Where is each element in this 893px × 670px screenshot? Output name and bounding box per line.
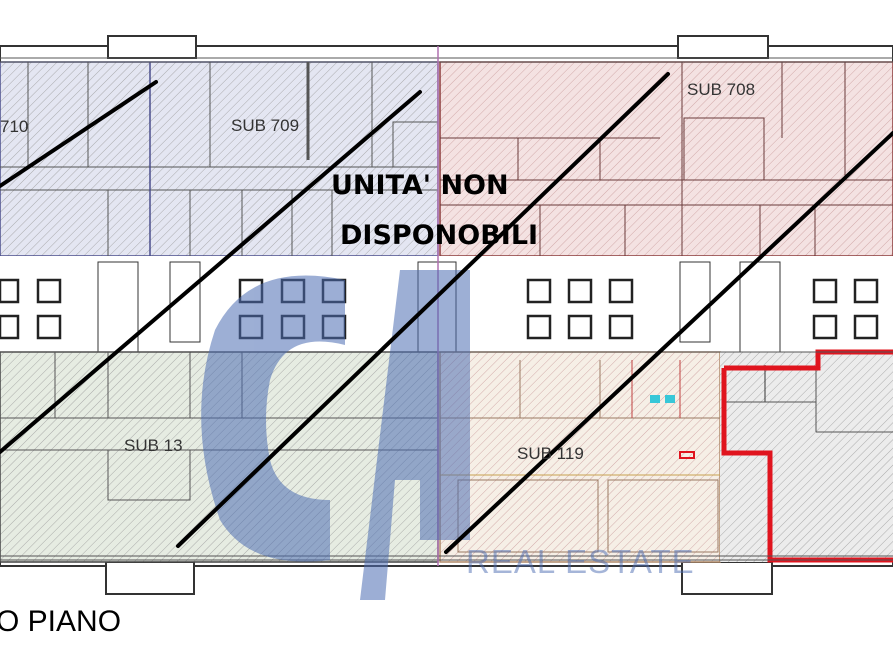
unit-label-sub-119: SUB 119 xyxy=(517,444,584,463)
building-outline xyxy=(0,35,893,595)
notice-line-1: UNITA' NON xyxy=(331,170,509,201)
floor-label: O PIANO xyxy=(0,605,122,638)
unit-highlighted xyxy=(720,349,893,563)
strike-lines xyxy=(0,72,893,554)
unit-label-sub-13: SUB 13 xyxy=(124,436,183,455)
watermark-subtitle: REAL ESTATE xyxy=(466,543,695,580)
unit-sub-709-710 xyxy=(0,61,439,257)
notice-line-2: DISPONOBILI xyxy=(340,220,539,251)
unit-label-sub-709: SUB 709 xyxy=(231,116,300,135)
unit-sub-119 xyxy=(439,351,721,563)
unit-label-710: 710 xyxy=(0,117,29,136)
unit-label-sub-708: SUB 708 xyxy=(687,80,756,99)
